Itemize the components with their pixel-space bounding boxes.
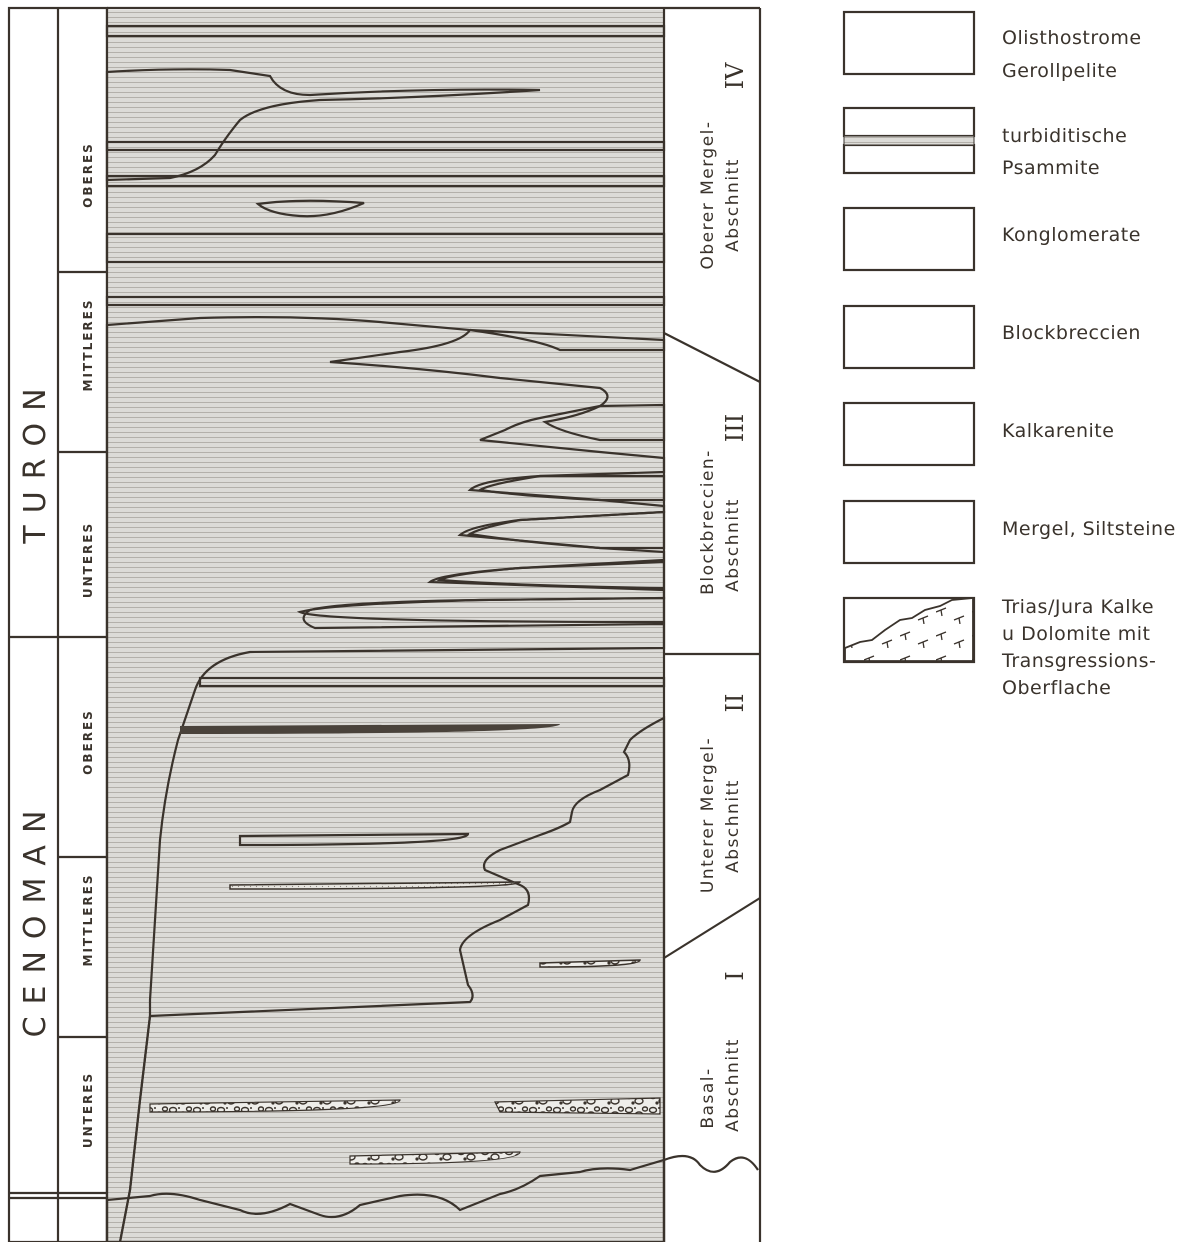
lithology-column [107,8,758,1242]
legend-turbidite-line1: turbiditische [1002,125,1127,147]
unit-iv-numeral: IV [721,62,749,89]
marl-swatch [844,501,974,563]
unit-iv-label-line2: Abschnitt [723,158,743,252]
conglomerate-swatch [844,208,974,270]
period-label-turon: TURON [18,376,53,544]
stage-cenoman-oberes: OBERES [81,709,95,775]
unit-ii-label-line1: Unterer Mergel- [698,737,718,893]
chronostratigraphy-columns: TURON CENOMAN OBERES MITTLERES UNTERES O… [9,8,107,1242]
legend-olisthostrome-line2: Gerollpelite [1002,60,1117,82]
calcarenite-swatch [844,403,974,465]
stage-cenoman-mittleres: MITTLERES [81,874,95,967]
unit-iii-label-line2: Abschnitt [723,498,743,592]
unit-column: Oberer Mergel- Abschnitt IV Blockbreccie… [664,8,760,1242]
stage-turon-mittleres: MITTLERES [81,299,95,392]
legend-limestone-line2: u Dolomite mit [1002,623,1150,645]
unit-ii-numeral: II [721,694,749,713]
stage-cenoman-unteres: UNTERES [81,1072,95,1148]
unit-i-numeral: I [721,971,749,980]
legend-turbidite-line2: Psammite [1002,157,1100,179]
unit-iii-label-line1: Blockbreccien- [698,449,718,595]
legend-limestone-line1: Trias/Jura Kalke [1001,596,1154,618]
unit-ii-label-line2: Abschnitt [723,779,743,873]
limestone-surface-swatch [844,598,974,662]
legend-marl-label: Mergel, Siltsteine [1002,518,1176,540]
legend-conglomerate-label: Konglomerate [1002,224,1141,246]
legend-block-breccia-label: Blockbreccien [1002,322,1141,344]
legend-limestone-line4: Oberflache [1002,677,1111,699]
legend-olisthostrome-line1: Olisthostrome [1002,27,1142,49]
stage-turon-unteres: UNTERES [81,522,95,598]
unit-iv-label-line1: Oberer Mergel- [698,120,718,269]
unit-i-label-line1: Basal- [698,1067,718,1128]
unit-i-label-line2: Abschnitt [723,1038,743,1132]
olisthostrome-swatch [844,12,974,74]
block-breccia-swatch [844,306,974,368]
legend-calcarenite-label: Kalkarenite [1002,420,1114,442]
legend-limestone-line3: Transgressions- [1001,650,1156,672]
period-label-cenoman: CENOMAN [18,799,53,1038]
unit-iii-numeral: III [721,414,749,442]
turbidite-swatch [844,108,974,173]
legend: Olisthostrome Gerollpelite turbiditische… [844,12,1176,699]
stage-turon-oberes: OBERES [81,142,95,208]
